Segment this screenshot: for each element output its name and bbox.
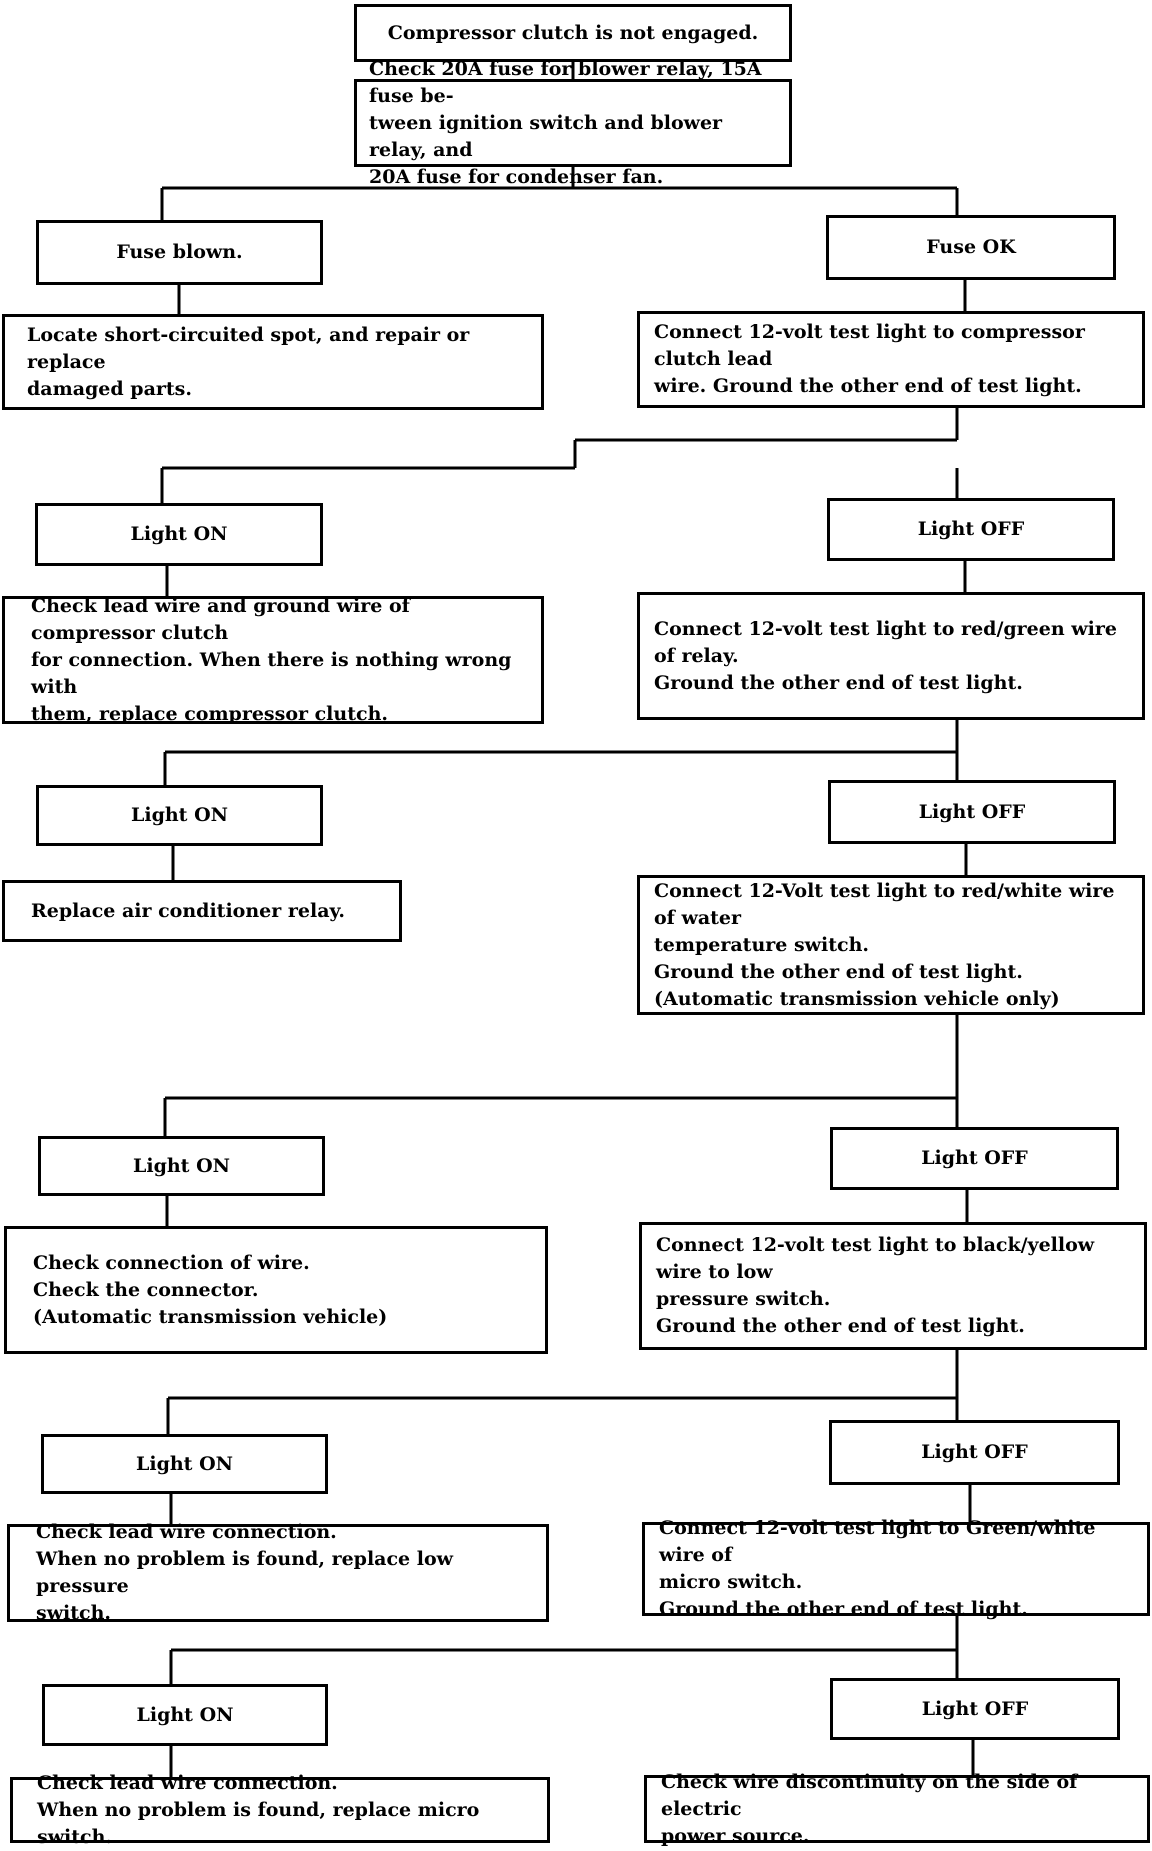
step2-off-next-box: Connect 12-Volt test light to red/white …: [637, 875, 1145, 1015]
action-line: Check lead wire connection.: [37, 1771, 338, 1794]
fuse-blown-label: Fuse blown.: [116, 241, 243, 263]
light-on-label: Light ON: [136, 1452, 233, 1475]
light-on-label: Light ON: [131, 804, 228, 826]
step5-light-on-box: Light ON: [42, 1684, 328, 1746]
action-line: Check connection of wire.: [33, 1251, 310, 1274]
fuse-ok-label: Fuse OK: [926, 236, 1016, 258]
action-line: (Automatic transmission vehicle): [33, 1305, 388, 1328]
action-line: Locate short-circuited spot, and repair …: [27, 323, 470, 373]
next-line: pressure switch.: [656, 1288, 831, 1310]
fuse-check-line: tween ignition switch and blower relay, …: [369, 111, 723, 161]
step4-off-next-box: Connect 12-volt test light to Green/whit…: [642, 1517, 1150, 1620]
next-line: Connect 12-volt test light to compressor…: [654, 321, 1085, 370]
action-line: When no problem is found, replace low pr…: [36, 1548, 453, 1597]
step2-on-action-box: Replace air conditioner relay.: [2, 880, 402, 942]
step4-light-on-box: Light ON: [41, 1434, 328, 1494]
start-text: Compressor clutch is not engaged.: [387, 21, 759, 44]
step4-on-action-box: Check lead wire connection. When no prob…: [7, 1521, 549, 1624]
step3-off-next-box: Connect 12-volt test light to black/yell…: [639, 1222, 1147, 1350]
action-line: them, replace compressor clutch.: [31, 702, 388, 725]
light-off-label: Light OFF: [917, 518, 1025, 540]
next-line: Ground the other end of test light.: [659, 1598, 1028, 1620]
step3-light-on-box: Light ON: [38, 1136, 325, 1196]
fuse-check-box: Check 20A fuse for blower relay, 15A fus…: [354, 58, 792, 188]
fuse-ok-next-box: Connect 12-volt test light to compressor…: [637, 311, 1145, 408]
next-line: Connect 12-volt test light to Green/whit…: [659, 1517, 1096, 1566]
light-off-label: Light OFF: [918, 800, 1026, 823]
step1-light-off-box: Light OFF: [827, 498, 1115, 561]
step2-light-on-box: Light ON: [36, 785, 323, 846]
action-line: Check lead wire connection.: [36, 1521, 337, 1543]
next-line: Connect 12-volt test light to black/yell…: [656, 1234, 1095, 1283]
action-line: Check lead wire and ground wire of compr…: [31, 594, 410, 644]
light-on-label: Light ON: [133, 1154, 230, 1177]
fuse-check-line: Check 20A fuse for blower relay, 15A fus…: [369, 57, 762, 107]
action-line: Replace air conditioner relay.: [31, 899, 345, 922]
next-line: Connect 12-volt test light to red/green …: [654, 617, 1117, 667]
light-off-label: Light OFF: [921, 1147, 1028, 1169]
start-box: Compressor clutch is not engaged.: [354, 4, 792, 62]
next-line: wire. Ground the other end of test light…: [654, 375, 1082, 397]
step1-light-on-box: Light ON: [35, 503, 323, 566]
next-line: (Automatic transmission vehicle only): [654, 987, 1060, 1010]
step5-off-next-box: Check wire discontinuity on the side of …: [644, 1771, 1150, 1847]
step2-light-off-box: Light OFF: [828, 780, 1116, 844]
step3-on-action-box: Check connection of wire. Check the conn…: [4, 1226, 548, 1354]
fuse-ok-box: Fuse OK: [826, 215, 1116, 280]
next-line: Ground the other end of test light.: [654, 960, 1023, 983]
light-on-label: Light ON: [136, 1703, 234, 1726]
action-line: switch.: [36, 1602, 112, 1624]
next-line: power source.: [661, 1824, 810, 1847]
step5-light-off-box: Light OFF: [830, 1678, 1120, 1740]
fuse-check-line: 20A fuse for condenser fan.: [369, 165, 664, 188]
light-off-label: Light OFF: [921, 1697, 1029, 1720]
step4-light-off-box: Light OFF: [829, 1420, 1120, 1485]
step5-on-action-box: Check lead wire connection. When no prob…: [10, 1772, 550, 1848]
step3-light-off-box: Light OFF: [830, 1127, 1119, 1190]
next-line: Ground the other end of test light.: [656, 1315, 1025, 1337]
action-line: for connection. When there is nothing wr…: [31, 648, 512, 698]
fuse-blown-action-box: Locate short-circuited spot, and repair …: [2, 314, 544, 410]
step1-on-action-box: Check lead wire and ground wire of compr…: [2, 594, 544, 725]
action-line: damaged parts.: [27, 377, 192, 400]
next-line: Check wire discontinuity on the side of …: [661, 1770, 1078, 1820]
light-on-label: Light ON: [130, 523, 228, 545]
fuse-blown-box: Fuse blown.: [36, 220, 323, 285]
step1-off-next-box: Connect 12-volt test light to red/green …: [637, 592, 1145, 720]
light-off-label: Light OFF: [921, 1441, 1028, 1463]
next-line: micro switch.: [659, 1571, 803, 1593]
action-line: When no problem is found, replace micro …: [37, 1798, 480, 1848]
next-line: Ground the other end of test light.: [654, 671, 1023, 694]
action-line: Check the connector.: [33, 1278, 259, 1301]
next-line: temperature switch.: [654, 933, 870, 956]
next-line: Connect 12-Volt test light to red/white …: [654, 879, 1115, 929]
